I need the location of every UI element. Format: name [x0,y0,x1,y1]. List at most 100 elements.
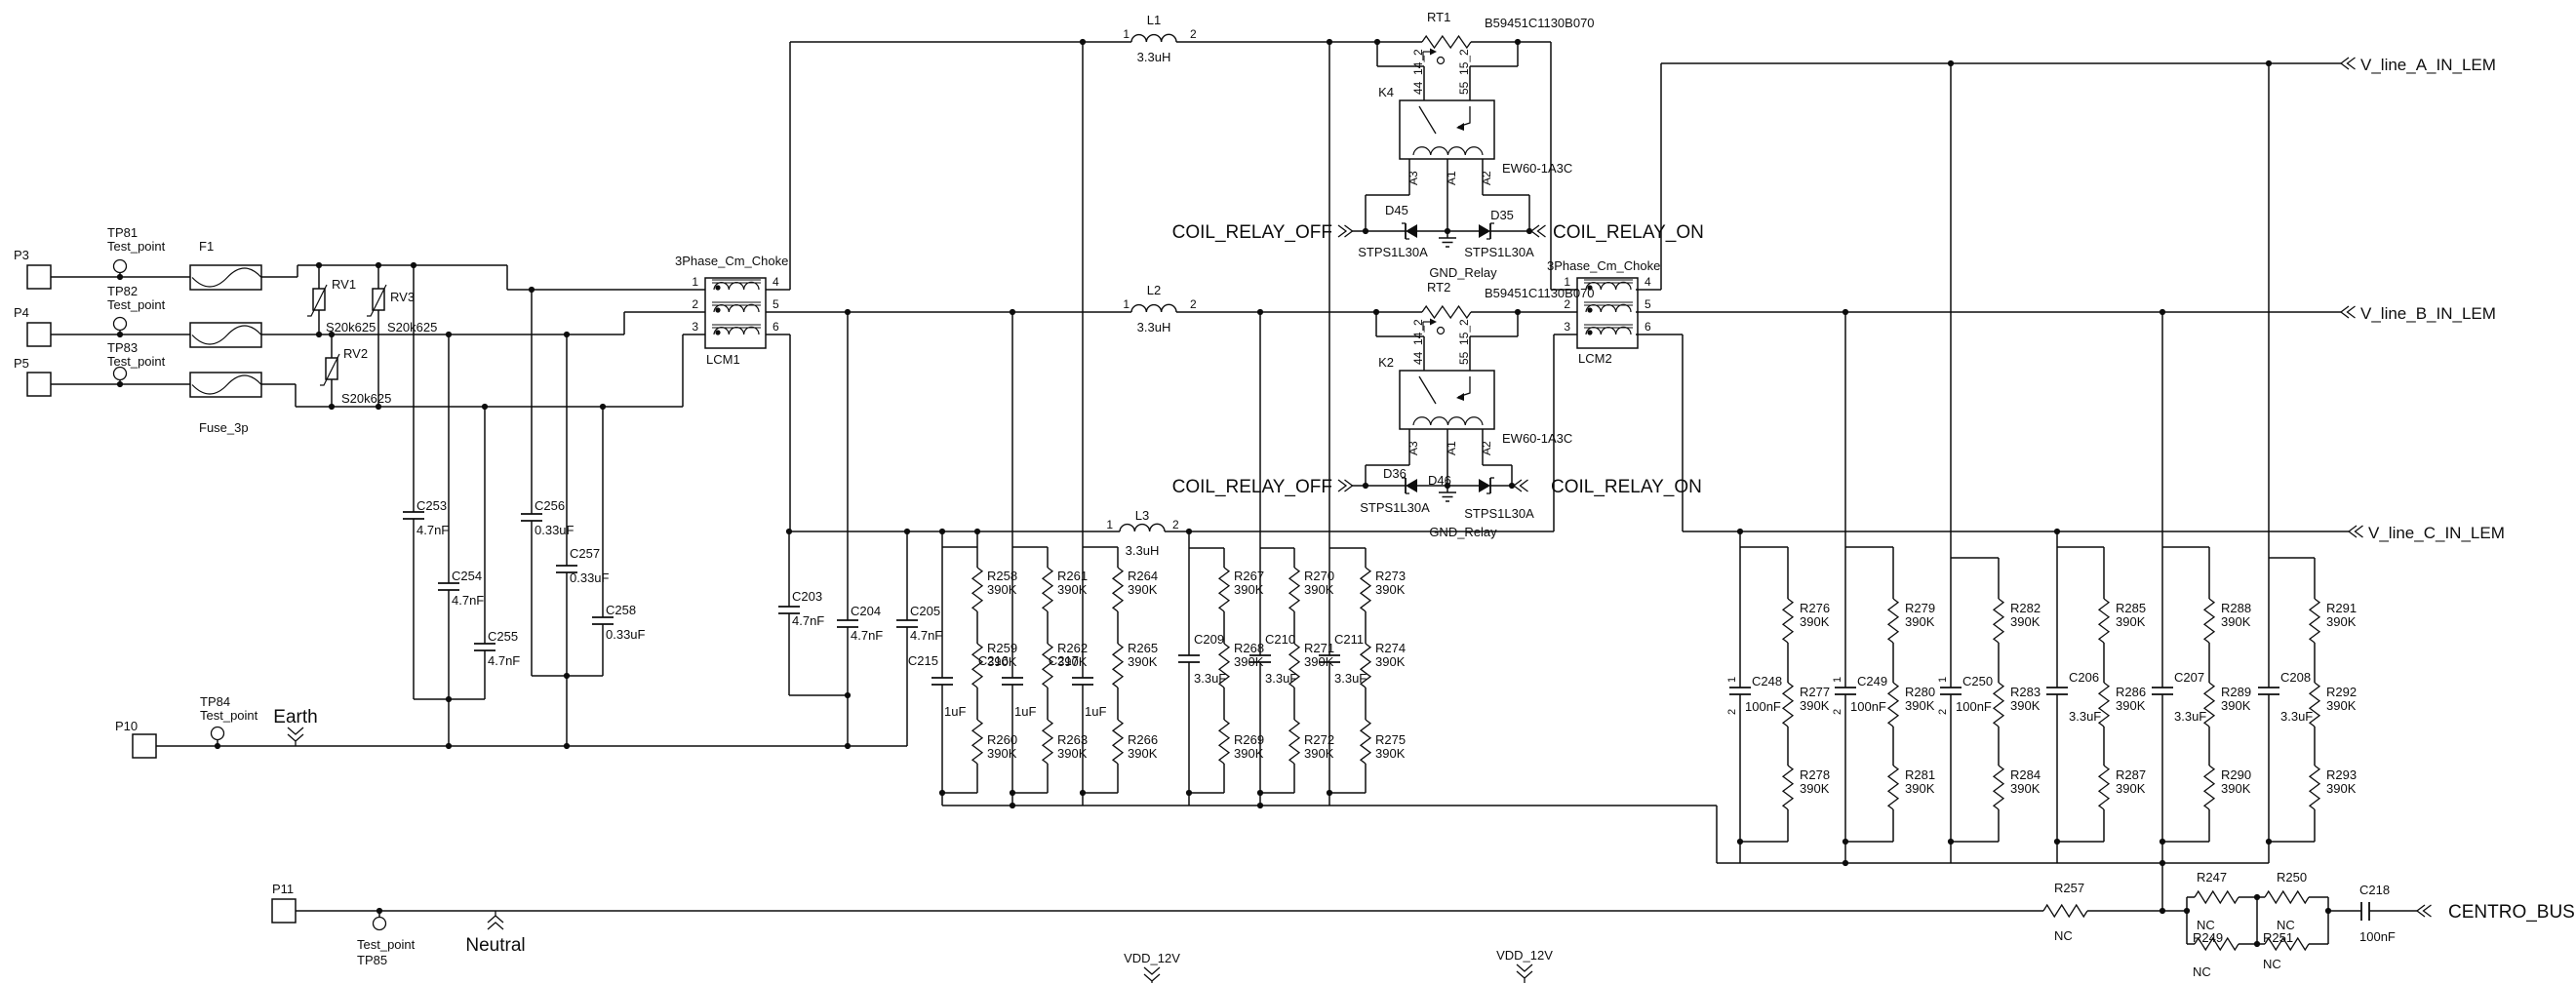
label-p3: P3 [14,248,29,262]
label-a3: A3 [1407,171,1420,185]
connector-P11 [271,898,297,924]
resistor-R266 [1111,719,1125,765]
junction-dot [1185,528,1193,535]
label-tp83: TP83 [107,340,138,355]
label-1: 1 [1726,677,1738,683]
label-4.7nf: 4.7nF [910,628,942,643]
resistor-R270 [1288,567,1301,612]
relay-K4 [1399,99,1495,160]
junction-dot [1373,38,1381,46]
connector-P4 [26,322,52,347]
label-390k: 390K [987,582,1017,597]
varistor-RV1 [312,288,326,311]
label-b59451c1130b070: B59451C1130B070 [1485,16,1595,30]
resistor-R272 [1288,719,1301,765]
label-r257: R257 [2054,881,2084,895]
label-0.33uf: 0.33uF [570,570,610,585]
winding-polarity-dot [1587,285,1593,291]
junction-dot [375,261,382,269]
label-v_line_a_in_lem: V_line_A_IN_LEM [2360,56,2496,74]
choke-LCM1 [704,277,767,349]
junction-dot [844,742,852,750]
junction-dot [116,331,124,338]
neutral-flag-icon [487,911,504,930]
label-lcm2: LCM2 [1578,351,1612,366]
label-r286: R286 [2116,685,2146,699]
junction-dot [116,380,124,388]
label-vdd_12v: VDD_12V [1124,951,1180,965]
label-6: 6 [1645,320,1651,334]
junction-dot [1444,227,1451,235]
label-c218: C218 [2359,883,2390,897]
label-2: 2 [1564,297,1570,311]
label-390k: 390K [1057,582,1088,597]
label-390k: 390K [1057,746,1088,761]
label-100nf: 100nF [1745,699,1781,714]
label-r267: R267 [1234,569,1264,583]
port-chevron-icon [2347,525,2363,538]
junction-dot [1256,789,1264,797]
label-4.7nf: 4.7nF [452,593,484,608]
label-r290: R290 [2221,767,2251,782]
label-390k: 390K [1905,698,1935,713]
label-1: 1 [1832,677,1843,683]
label-r269: R269 [1234,732,1264,747]
resistor-R275 [1359,719,1372,765]
label-v_line_b_in_lem: V_line_B_IN_LEM [2360,304,2496,323]
label-earth: Earth [273,707,317,727]
label-nc: NC [2193,964,2211,979]
junction-dot [2253,893,2261,901]
label-390k: 390K [987,654,1017,669]
resistor-R257 [2042,903,2088,919]
junction-dot [785,528,793,535]
label-390k: 390K [1304,582,1334,597]
vdd_12v-flag-icon [1516,963,1533,983]
label-390k: 390K [1128,746,1158,761]
label-rv3: RV3 [390,290,415,304]
choke-LCM2 [1576,277,1639,349]
label-ew601a3c: EW60-1A3C [1502,431,1572,446]
resistor-R267 [1217,567,1231,612]
resistor-R292 [2308,682,2321,727]
label-p4: P4 [14,305,29,320]
label-5: 5 [773,297,779,311]
label-a1: A1 [1445,441,1458,455]
label-r249: R249 [2193,930,2223,945]
label-390k: 390K [2326,781,2357,796]
fuse-element [191,267,262,288]
relay-pivot-circle [1436,56,1446,65]
junction-dot [1508,482,1516,490]
junction-dot [328,403,336,411]
label-r264: R264 [1128,569,1158,583]
label-r247: R247 [2197,870,2227,885]
label-l1: L1 [1147,13,1161,27]
label-tp81: TP81 [107,225,138,240]
label-c255: C255 [488,629,518,644]
label-390k: 390K [1128,582,1158,597]
label-2: 2 [1172,518,1179,531]
label-c253: C253 [416,498,447,513]
junction-dot [2159,838,2166,845]
label-c215: C215 [908,653,938,668]
label-coil_relay_off: COIL_RELAY_OFF [1172,477,1332,497]
resistor-R293 [2308,765,2321,810]
winding-polarity-dot [1587,307,1593,313]
label-c216: C216 [978,653,1009,668]
junction-dot [328,331,336,338]
junction-dot [375,403,382,411]
port-chevron-icon [2339,305,2356,319]
diode-D35 [1479,224,1490,238]
testpoint-TP81 [112,258,128,274]
label-c207: C207 [2174,670,2204,685]
label-5: 5 [1645,297,1651,311]
junction-dot [2159,308,2166,316]
label-3.3uh: 3.3uH [1137,50,1171,64]
resistor-R288 [2202,598,2216,644]
resistor-R290 [2202,765,2216,810]
junction-dot [844,691,852,699]
label-c250: C250 [1962,674,1993,688]
label-d46: D46 [1428,473,1451,488]
label-3.3uf: 3.3uF [1194,671,1226,686]
earth-flag-icon [287,727,304,746]
